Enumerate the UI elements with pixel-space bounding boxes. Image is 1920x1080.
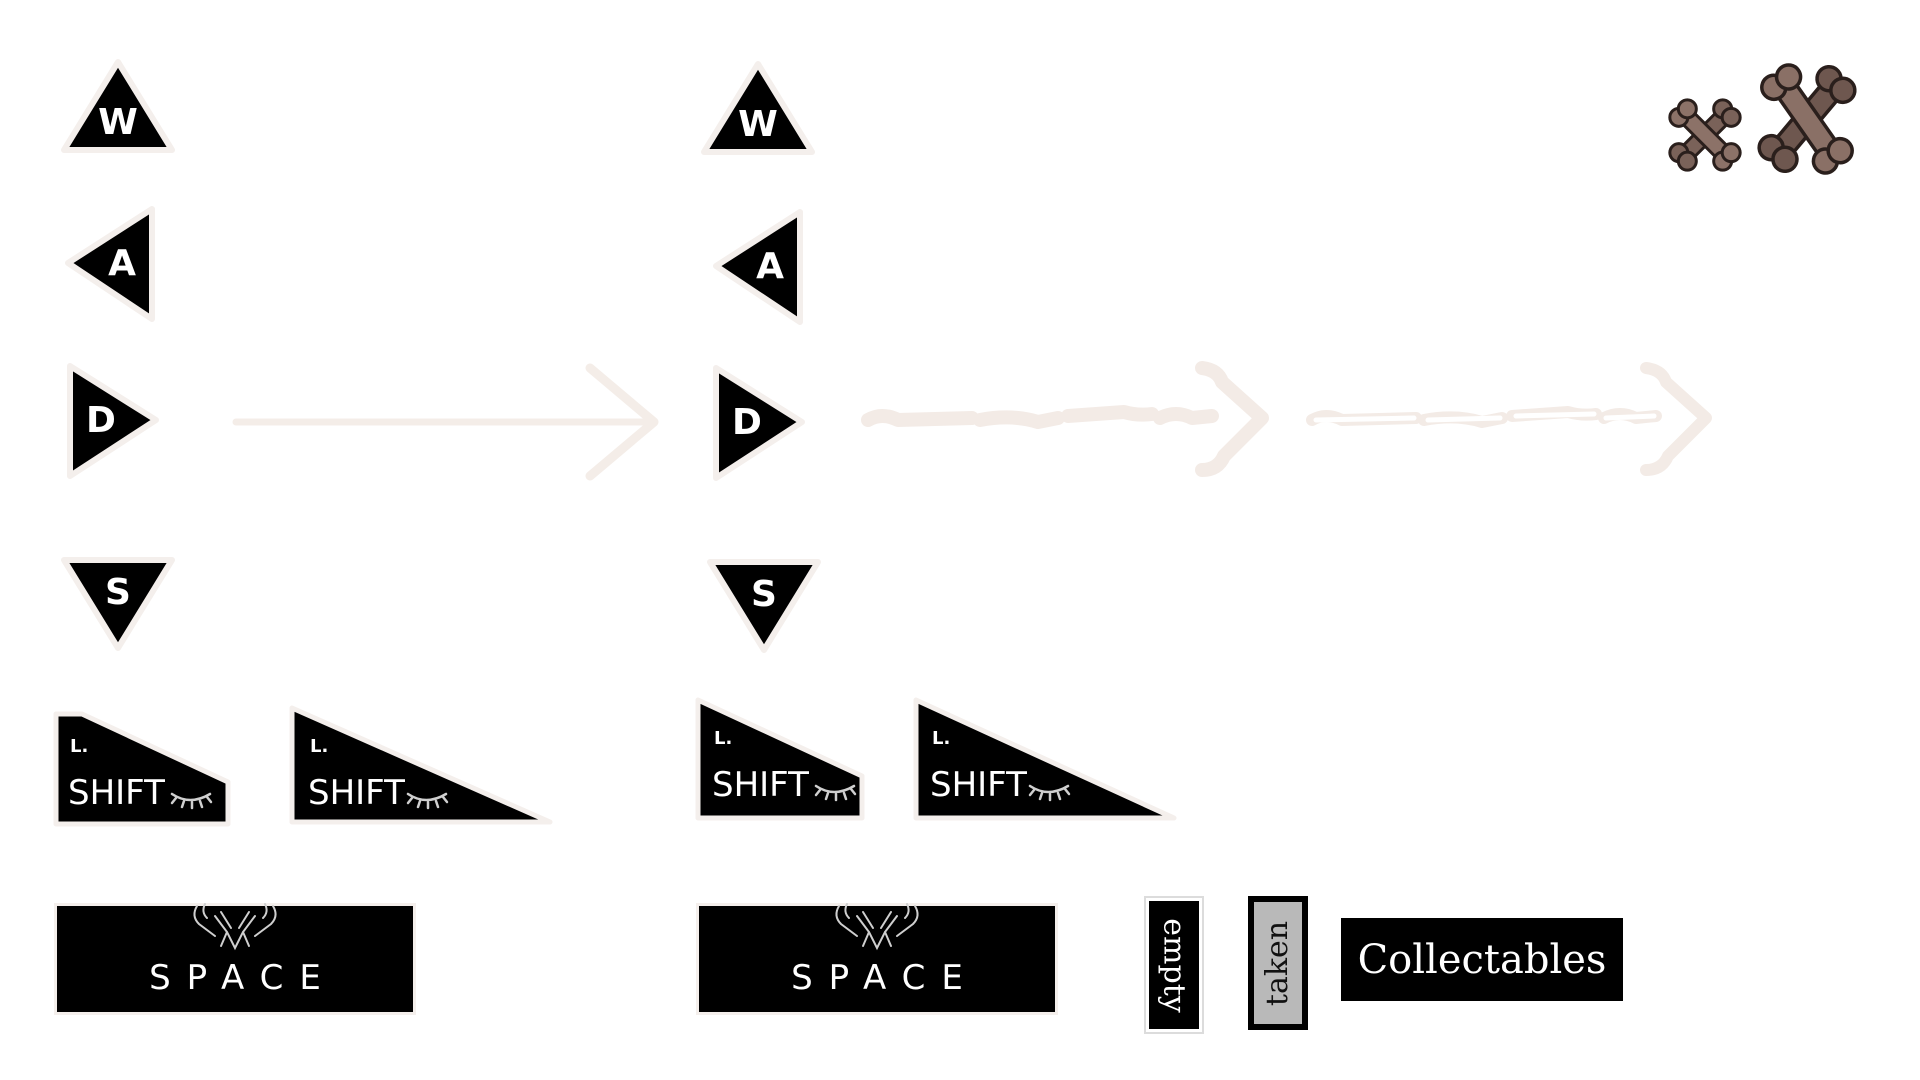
shift-small-label: L. (310, 736, 328, 757)
key-a-left: A (62, 205, 162, 323)
key-s-label: S (105, 572, 131, 613)
shift-label: SHIFT (930, 765, 1027, 805)
arrow-right-plain (232, 362, 662, 481)
collectables-label: Collectables (1341, 918, 1623, 1001)
hands-over-face-icon (193, 903, 277, 951)
key-d-right: D (712, 364, 812, 482)
bone-arrow-right-2 (1306, 358, 1726, 482)
key-a-label: A (108, 243, 136, 284)
slot-taken-label: taken (1260, 920, 1296, 1006)
key-w-right: W (698, 60, 818, 170)
bone-arrow-right-1 (861, 358, 1282, 482)
key-d-left: D (66, 362, 166, 480)
shift-label: SHIFT (308, 773, 405, 813)
shift-small-label: L. (70, 736, 88, 757)
shift-label: SHIFT (712, 765, 809, 805)
slot-empty-label: empty (1156, 917, 1192, 1013)
shift-small-label: L. (714, 728, 732, 749)
key-s-left: S (58, 556, 178, 666)
slot-empty: empty (1146, 898, 1202, 1032)
key-shift-small-right: L. SHIFT (694, 696, 872, 822)
hands-over-face-icon (835, 903, 919, 951)
space-label: SPACE (791, 958, 979, 998)
key-s-right: S (704, 558, 824, 668)
closed-eye-icon (1028, 784, 1071, 802)
crossed-bones-icon-large (1752, 60, 1862, 178)
closed-eye-icon (406, 792, 449, 810)
key-shift-small-left: L. SHIFT (52, 710, 237, 828)
key-a-right: A (710, 208, 810, 326)
key-d-label: D (732, 402, 762, 443)
closed-eye-icon (170, 792, 213, 810)
key-w-label: W (738, 104, 778, 145)
crossed-bones-icon-small (1664, 94, 1746, 176)
space-label: SPACE (149, 958, 337, 998)
slot-taken: taken (1248, 896, 1308, 1030)
key-w-label: W (98, 102, 138, 143)
key-space-left: SPACE (57, 903, 413, 1012)
key-w-left: W (58, 58, 178, 168)
shift-small-label: L. (932, 728, 950, 749)
key-space-right: SPACE (699, 903, 1055, 1012)
key-s-label: S (751, 574, 777, 615)
closed-eye-icon (814, 784, 857, 802)
key-a-label: A (756, 246, 784, 287)
key-d-label: D (86, 400, 116, 441)
shift-label: SHIFT (68, 773, 165, 813)
key-shift-large-right: L. SHIFT (912, 696, 1202, 822)
key-shift-large-left: L. SHIFT (288, 704, 578, 828)
